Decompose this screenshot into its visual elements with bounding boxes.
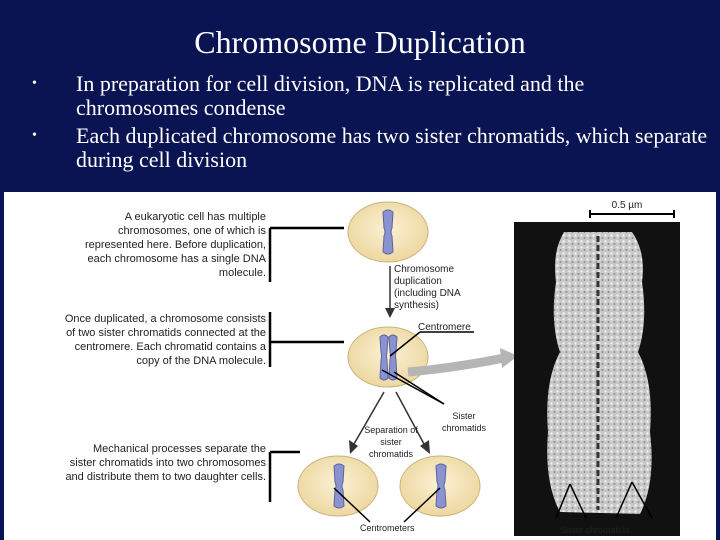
micrograph-pointer	[615, 481, 633, 519]
micrograph-arrow-icon	[407, 353, 505, 377]
centromere-pointer	[389, 331, 421, 357]
label-sister-chromatids-bottom: Sister chromatids	[560, 525, 630, 535]
bullet-list: • In preparation for cell division, DNA i…	[28, 72, 708, 176]
slide-title: Chromosome Duplication	[194, 24, 526, 60]
bullet-dot-icon: •	[32, 128, 37, 143]
micrograph-pointer	[555, 483, 571, 519]
micrograph-pointer	[631, 481, 653, 519]
label-duplication: Chromosome duplication (including DNA sy…	[394, 264, 461, 311]
label-centromere: Centromere	[418, 322, 471, 333]
arrowhead-icon	[349, 440, 358, 454]
chromatid-left	[379, 334, 389, 381]
arrow-separation-left-icon	[353, 391, 385, 445]
label-separation: Separation of sister chromatids	[364, 425, 418, 459]
scale-bar-label: 0.5 µm	[611, 200, 643, 211]
chromosome-figure: A eukaryotic cell has multiple chromosom…	[0, 192, 720, 540]
arrow-separation-right-icon	[395, 391, 425, 445]
chromosome-daughter-left	[333, 463, 345, 509]
chromosome-single	[382, 209, 394, 255]
slide-header: Chromosome Duplication • In preparation f…	[0, 0, 720, 192]
bullet-text: Each duplicated chromosome has two siste…	[76, 123, 708, 172]
sister-chromatid-pointer	[393, 371, 445, 405]
sister-chromatid-pointer	[381, 369, 445, 405]
label-sister-chromatids: Sister chromatids	[441, 411, 486, 433]
caption-separation: Mechanical processes separate the sister…	[65, 443, 266, 483]
bullet-dot-icon: •	[32, 76, 37, 91]
micrograph-pointer	[569, 483, 587, 519]
centromere-pointer	[333, 487, 371, 523]
bullet-item: • Each duplicated chromosome has two sist…	[28, 124, 708, 172]
centromere-pointer	[403, 487, 441, 523]
arrowhead-icon	[420, 440, 430, 454]
bullet-item: • In preparation for cell division, DNA i…	[28, 72, 708, 120]
chromosome-daughter-right	[435, 463, 447, 509]
arrowhead-icon	[385, 308, 395, 318]
bullet-text: In preparation for cell division, DNA is…	[76, 71, 585, 120]
label-centrometers: Centrometers	[360, 523, 415, 533]
caption-single-chromosome: A eukaryotic cell has multiple chromosom…	[84, 211, 266, 279]
figure-drawing	[268, 201, 680, 536]
caption-duplicated-chromosome: Once duplicated, a chromosome consists o…	[64, 313, 266, 367]
arrowhead-icon	[500, 348, 518, 368]
